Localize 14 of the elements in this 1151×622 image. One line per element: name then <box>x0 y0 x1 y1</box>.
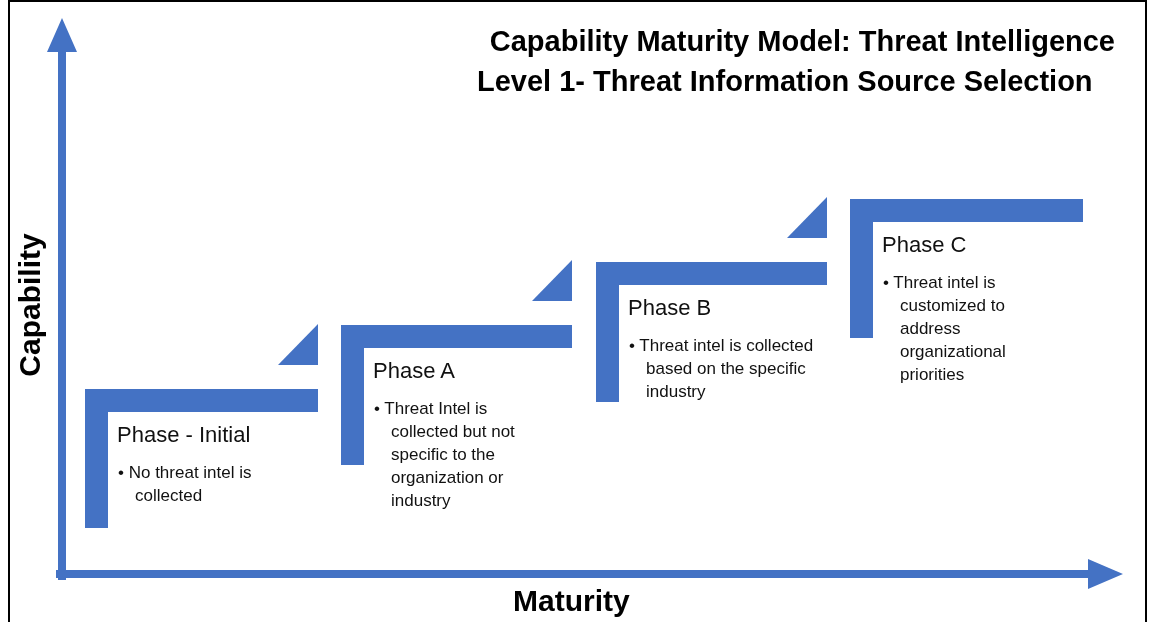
bullet-text: • Threat intel is collected based on the specific industry <box>629 335 815 403</box>
title: Capability Maturity Model: Threat Intelligence <box>489 25 1115 58</box>
subtitle: Level 1- Threat Information Source Selection <box>477 65 1093 98</box>
phase-heading: Phase C <box>882 232 967 258</box>
axis-label: Maturity <box>513 584 630 618</box>
phase-heading: Phase - Initial <box>117 422 251 448</box>
bullet-text: • Threat intel is customized to address organizational priorities <box>883 272 1007 386</box>
bullet-text: • Threat Intel is collected but not specific to the organization or industry <box>374 398 516 512</box>
phase-step <box>85 389 318 528</box>
axis-label: Capability <box>12 233 47 377</box>
phase-heading: Phase A <box>373 358 455 384</box>
bullet-text: • No threat intel is collected <box>118 462 253 507</box>
phase-step <box>596 262 827 402</box>
phase-heading: Phase B <box>628 295 712 321</box>
